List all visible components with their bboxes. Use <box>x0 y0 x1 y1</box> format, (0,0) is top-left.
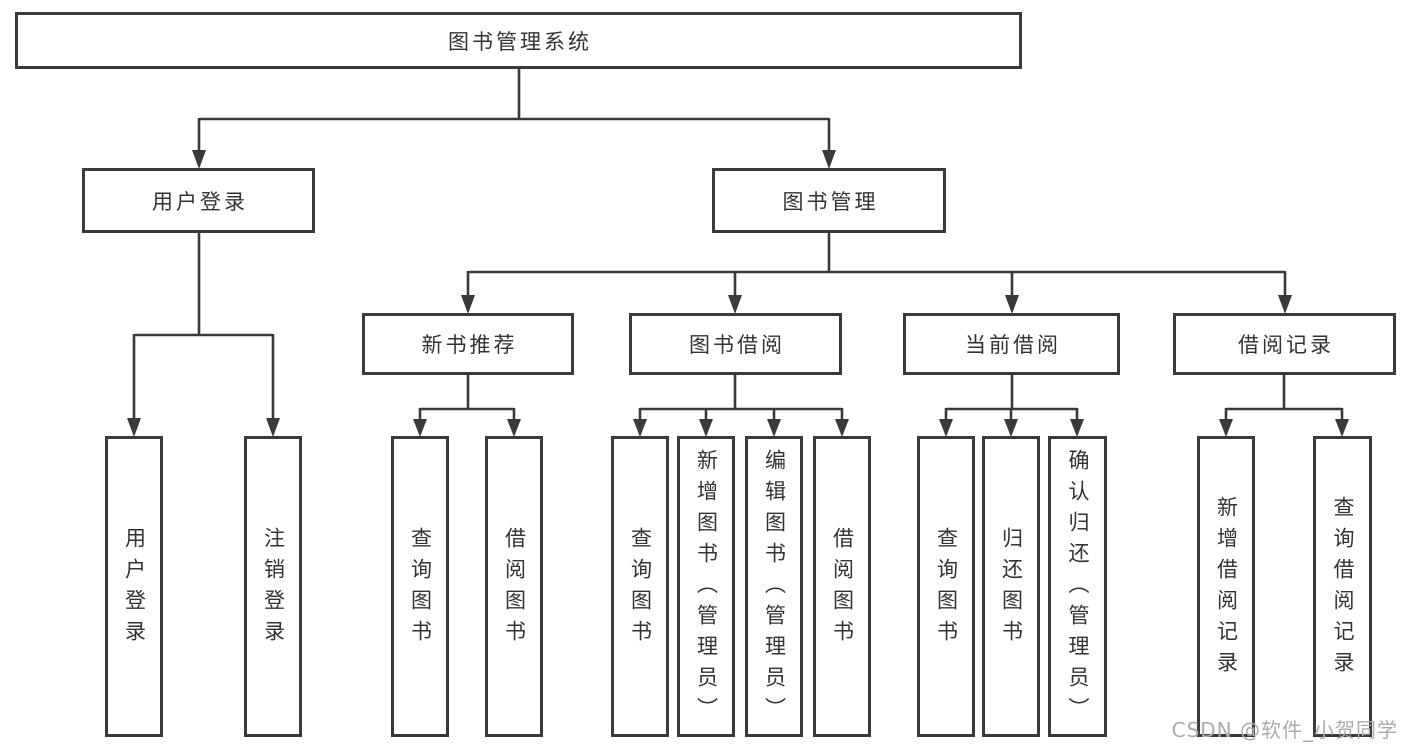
leaf-borrow-books: 借阅图书 <box>813 436 871 737</box>
leaf-add-books-admin: 新增图书（管理员） <box>677 436 735 737</box>
node-label: 当前借阅 <box>965 333 1061 357</box>
csdn-watermark: CSDN @软件_小贺同学 <box>1171 718 1398 742</box>
node-current-borrowing: 当前借阅 <box>903 313 1120 375</box>
node-label: 确认归还（管理员） <box>1066 449 1090 728</box>
leaf-return-books: 归还图书 <box>982 436 1040 737</box>
leaf-user-login: 用户登录 <box>105 436 163 737</box>
leaf-query-books-borrow: 查询图书 <box>611 436 669 737</box>
node-label: 借阅图书 <box>830 526 855 651</box>
node-label: 图书管理 <box>782 189 879 214</box>
leaf-logout: 注销登录 <box>244 436 302 737</box>
node-label: 图书借阅 <box>689 333 785 357</box>
leaf-query-borrow-record: 查询借阅记录 <box>1313 436 1372 737</box>
node-label: 用户登录 <box>152 189 248 214</box>
leaf-edit-books-admin: 编辑图书（管理员） <box>745 436 803 737</box>
node-label: 新增图书（管理员） <box>694 449 719 728</box>
node-label: 归还图书 <box>999 526 1024 651</box>
leaf-query-books-recommend: 查询图书 <box>391 436 449 737</box>
node-label: 编辑图书（管理员） <box>762 449 787 728</box>
leaf-add-borrow-record: 新增借阅记录 <box>1197 436 1255 737</box>
node-borrow-records: 借阅记录 <box>1173 313 1396 375</box>
node-label: 图书管理系统 <box>448 29 592 54</box>
node-label: 查询图书 <box>628 526 653 651</box>
leaf-borrow-books-recommend: 借阅图书 <box>485 436 543 737</box>
node-label: 借阅图书 <box>502 526 527 651</box>
node-label: 用户登录 <box>122 526 147 651</box>
node-new-book-recommendation: 新书推荐 <box>362 313 574 375</box>
node-label: 查询借阅记录 <box>1331 495 1355 682</box>
node-library-management-system: 图书管理系统 <box>15 12 1022 69</box>
node-label: 查询图书 <box>408 526 433 651</box>
node-label: 新增借阅记录 <box>1214 495 1239 682</box>
node-book-management: 图书管理 <box>712 168 946 233</box>
node-label: 新书推荐 <box>421 333 518 357</box>
node-label: 注销登录 <box>261 526 286 651</box>
node-book-borrowing: 图书借阅 <box>629 313 842 375</box>
node-user-login: 用户登录 <box>82 168 315 233</box>
leaf-query-books-current: 查询图书 <box>917 436 975 737</box>
node-label: 借阅记录 <box>1238 333 1334 357</box>
node-label: 查询图书 <box>934 526 959 651</box>
leaf-confirm-return-admin: 确认归还（管理员） <box>1048 436 1107 737</box>
